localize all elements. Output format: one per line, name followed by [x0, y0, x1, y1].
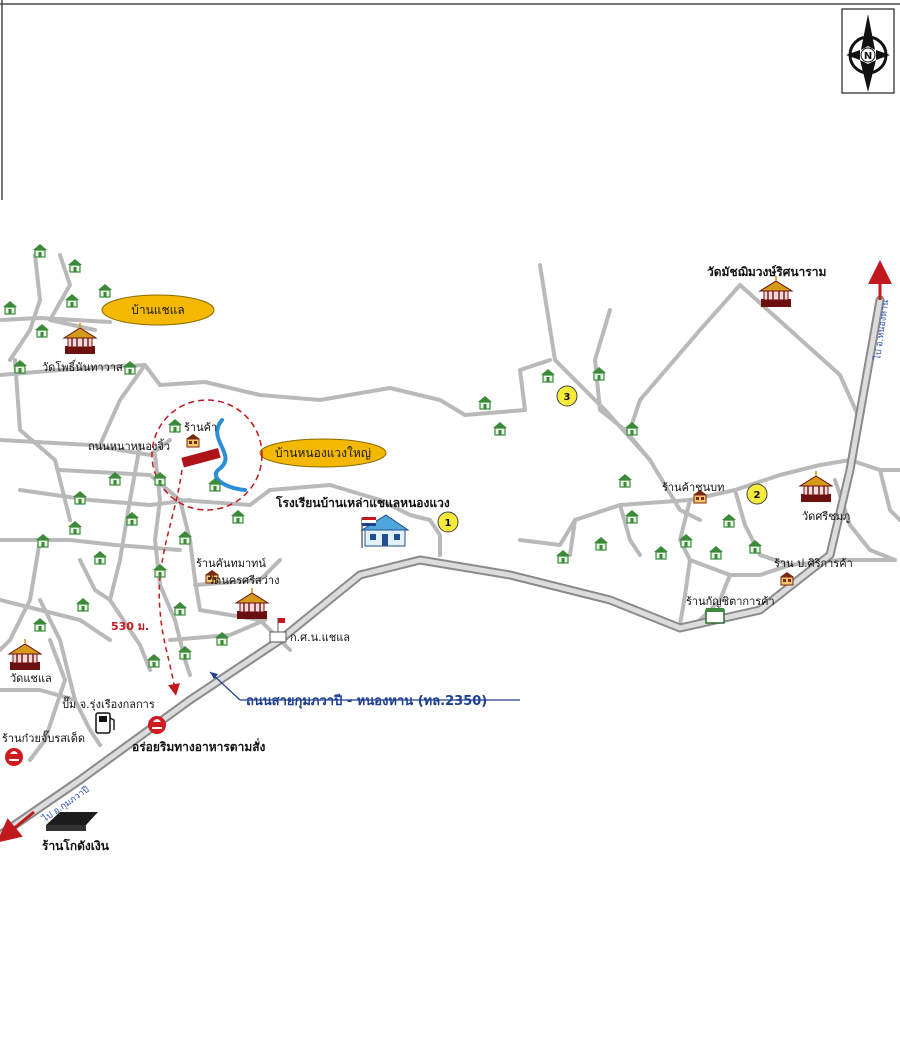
- label-school: โรงเรียนบ้านเหล่าแชแลหนองแวง: [275, 495, 450, 510]
- marker-2-label: 2: [754, 490, 761, 501]
- house-icon: [624, 421, 640, 436]
- house-icon: [32, 243, 48, 258]
- house-icon: [624, 509, 640, 524]
- house-icon: [721, 513, 737, 528]
- label-temple-machima: วัดมัชฌิมวงษ์ริศนาราม: [707, 265, 826, 279]
- marker-3: 3: [556, 385, 578, 407]
- house-icon: [152, 563, 168, 578]
- village-oval-nongwaengyai: บ้านหนองแวงใหญ่: [259, 438, 387, 468]
- gas-station-icon: [95, 712, 115, 734]
- marker-1-label: 1: [445, 518, 452, 529]
- stream: [214, 418, 247, 492]
- compass-north-label: N: [864, 51, 872, 62]
- label-shop-sirikha: ร้าน ป.ศิริการค้า: [774, 557, 853, 570]
- noodle-shop-icon: [5, 748, 23, 766]
- village-label-nongwaengyai: บ้านหนองแวงใหญ่: [275, 446, 371, 460]
- house-icon: [75, 597, 91, 612]
- highlight-zone: [151, 399, 263, 511]
- label-shop-chonbot: ร้านค้าชนบท: [662, 481, 724, 494]
- temple-icon: [235, 587, 269, 620]
- house-icon: [477, 395, 493, 410]
- temple-icon: [799, 470, 833, 503]
- marker-1: 1: [437, 511, 459, 533]
- marker-2: 2: [746, 483, 768, 505]
- marker-3-label: 3: [564, 392, 571, 403]
- shop-icon: [185, 433, 201, 448]
- bridge-icon: [181, 447, 221, 468]
- restaurant-icon: [148, 716, 166, 734]
- label-gas-station: ปั๊ม จ.รุ่งเรืองกลการ: [62, 696, 155, 711]
- shop-icon: [779, 571, 795, 586]
- label-shop-2: ร้านคันทมาทน์: [196, 557, 266, 570]
- distance-label: 530 ม.: [111, 620, 149, 633]
- office-icon: [269, 618, 287, 643]
- house-icon: [653, 545, 669, 560]
- house-icon: [35, 533, 51, 548]
- village-label-chaelae: บ้านแชแล: [131, 303, 185, 317]
- road-network: [0, 253, 900, 762]
- school-icon: [360, 514, 410, 548]
- main-highway: [0, 295, 885, 840]
- house-icon: [64, 293, 80, 308]
- label-shop-1: ร้านค้า: [184, 421, 217, 434]
- house-icon: [92, 550, 108, 565]
- house-icon: [230, 509, 246, 524]
- house-icon: [97, 283, 113, 298]
- label-store-kotung: ร้านโกดังเงิน: [42, 838, 110, 853]
- house-icon: [167, 418, 183, 433]
- label-cooperative: ก.ศ.น.แชแล: [290, 631, 350, 644]
- main-road-label: ถนนสายกุมภวาปี - หนองหาน (ทล.2350): [209, 671, 520, 709]
- label-temple-pho: วัดโพธิ์นันทาวาส: [42, 359, 123, 374]
- village-oval-chaelae: บ้านแชแล: [101, 294, 215, 326]
- house-icon: [67, 520, 83, 535]
- temple-icon: [759, 275, 793, 308]
- house-icon: [617, 473, 633, 488]
- label-shop-anusitha: ร้านกัญชิตาการค้า: [686, 595, 775, 608]
- direction-arrow-left: [0, 810, 35, 843]
- label-temple-chaelae: วัดแชแล: [10, 672, 52, 685]
- route-distance-line: [158, 469, 183, 696]
- house-icon: [172, 601, 188, 616]
- house-icon: [146, 653, 162, 668]
- main-road-name: ถนนสายกุมภวาปี - หนองหาน (ทล.2350): [246, 693, 487, 709]
- store-icon: [705, 608, 725, 624]
- house-icon: [555, 549, 571, 564]
- house-icon: [2, 300, 18, 315]
- house-icon: [72, 490, 88, 505]
- label-road-name-small: ถนนหนาหนองจิ้ว: [88, 438, 170, 453]
- label-restaurant: อร่อยริมทางอาหารตามสั่ง: [132, 738, 266, 754]
- warehouse-icon: [46, 812, 98, 831]
- compass: N: [841, 8, 895, 94]
- house-icon: [747, 539, 763, 554]
- compass-icon: [846, 14, 890, 92]
- label-noodle-shop: ร้านก๋วยจั๊บรสเด็ด: [2, 730, 85, 745]
- house-icon: [32, 617, 48, 632]
- house-icon: [540, 368, 556, 383]
- label-temple-nakhon: วัดนครศรีสว่าง: [208, 574, 279, 587]
- house-icon: [67, 258, 83, 273]
- label-temple-srichom: วัดศรีชมภู: [802, 510, 850, 523]
- temple-icon: [8, 638, 42, 671]
- house-icon: [708, 545, 724, 560]
- house-icon: [34, 323, 50, 338]
- house-icon: [492, 421, 508, 436]
- house-icon: [122, 360, 138, 375]
- house-icon: [593, 536, 609, 551]
